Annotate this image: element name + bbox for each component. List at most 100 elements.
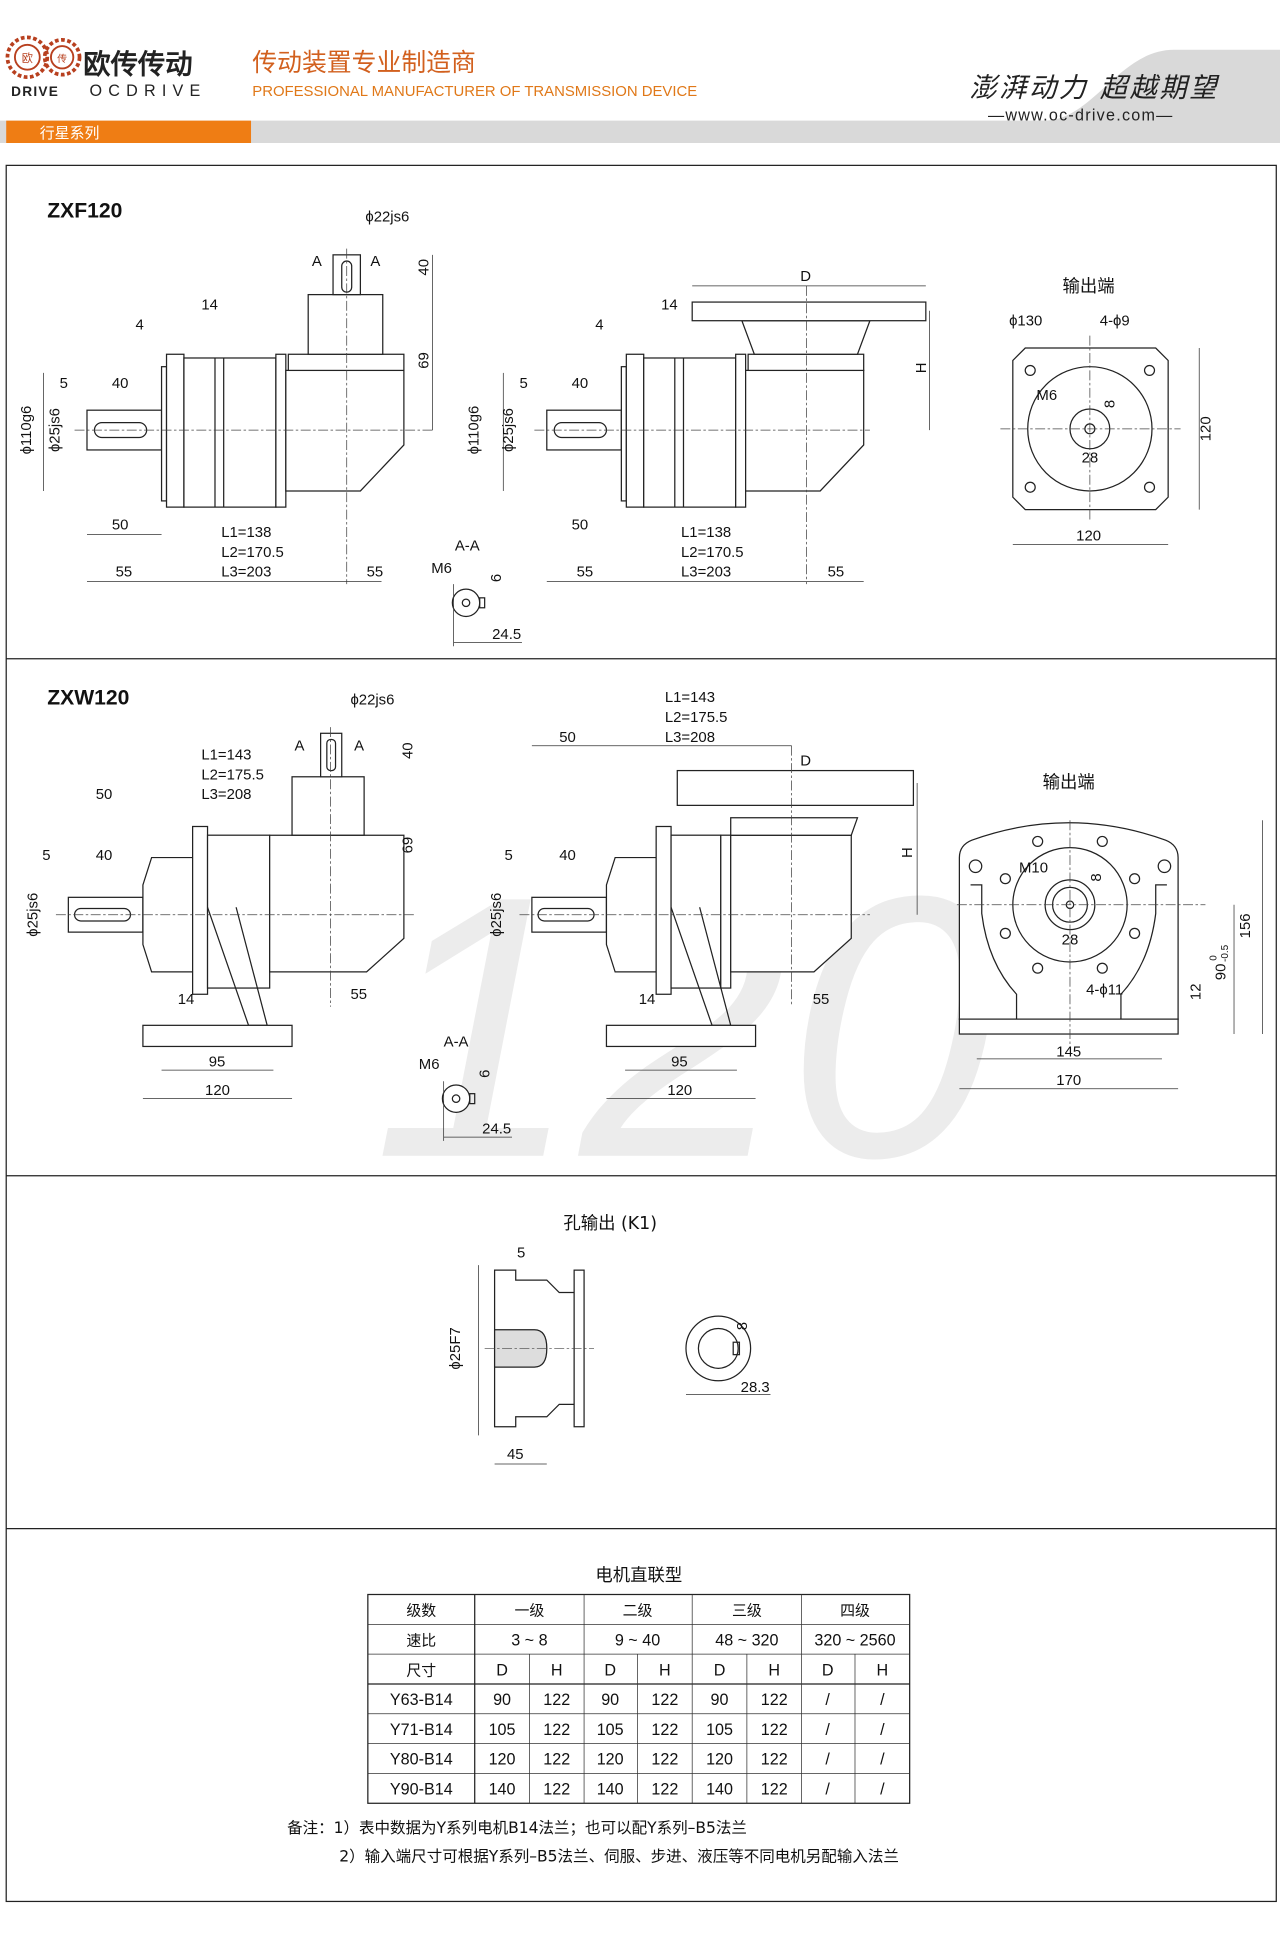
svg-text:50: 50 [559,730,576,746]
svg-text:120: 120 [597,1751,624,1769]
svg-text:14: 14 [661,298,678,314]
series-tab-label: 行星系列 [40,124,100,142]
svg-text:5: 5 [42,848,50,864]
svg-text:ϕ25js6: ϕ25js6 [501,408,517,452]
svg-text:122: 122 [761,1691,788,1709]
svg-text:L1=143: L1=143 [665,690,715,706]
svg-text:A: A [354,739,364,755]
svg-text:120: 120 [706,1751,733,1769]
svg-text:/: / [880,1691,885,1709]
svg-text:4: 4 [135,317,143,333]
svg-text:5: 5 [505,848,513,864]
svg-text:D: D [714,1661,726,1679]
svg-text:H: H [659,1661,671,1679]
svg-text:L2=175.5: L2=175.5 [665,710,728,726]
svg-text:6: 6 [489,574,505,582]
svg-text:28: 28 [1062,933,1079,949]
svg-text:122: 122 [761,1721,788,1739]
zxf120-output-end: 输出端 ϕ130 4-ϕ9 M6 8 28 120 120 [1000,277,1214,545]
svg-text:140: 140 [597,1781,624,1799]
svg-text:55: 55 [350,987,367,1003]
svg-text:14: 14 [201,298,218,314]
svg-text:A: A [312,254,322,270]
svg-text:122: 122 [543,1691,570,1709]
svg-text:H: H [551,1661,563,1679]
svg-text:4-ϕ11: 4-ϕ11 [1086,982,1123,998]
svg-text:6: 6 [478,1070,494,1078]
svg-text:L3=208: L3=208 [665,730,715,746]
svg-text:120: 120 [1076,529,1101,545]
svg-text:5: 5 [519,376,527,392]
svg-text:156: 156 [1238,913,1254,938]
svg-text:/: / [880,1751,885,1769]
svg-text:L3=203: L3=203 [221,565,271,581]
svg-text:三级: 三级 [732,1602,762,1620]
svg-text:55: 55 [577,565,594,581]
svg-text:D: D [800,754,811,770]
svg-text:/: / [825,1781,830,1799]
svg-text:D: D [800,269,811,285]
svg-text:55: 55 [367,565,384,581]
svg-text:50: 50 [572,517,589,533]
series-tab[interactable] [6,120,252,143]
table-row: Y71-B14 105 122 105 122 105 122 / / [390,1721,885,1739]
website-link[interactable]: —www.oc-drive.com— [988,107,1174,125]
svg-text:5: 5 [60,376,68,392]
brand-name-en: OCDRIVE [89,82,206,100]
svg-text:90: 90 [1213,964,1229,981]
svg-text:ϕ25js6: ϕ25js6 [25,893,41,937]
svg-text:D: D [496,1661,508,1679]
svg-text:120: 120 [667,1083,692,1099]
zxw120-output-end: 输出端 M10 8 28 156 90 0 -0.5 12 4-ϕ11 145 … [956,773,1263,1090]
svg-text:0: 0 [1209,955,1220,961]
svg-text:/: / [880,1781,885,1799]
svg-text:90: 90 [601,1691,619,1709]
svg-text:45: 45 [507,1447,524,1463]
svg-text:ϕ22js6: ϕ22js6 [350,693,394,709]
svg-text:28.3: 28.3 [741,1380,770,1396]
svg-text:145: 145 [1056,1044,1081,1060]
svg-text:Y71-B14: Y71-B14 [390,1721,453,1739]
svg-text:尺寸: 尺寸 [406,1661,436,1679]
table-title: 电机直联型 [595,1566,682,1586]
table-row: Y90-B14 140 122 140 122 140 122 / / [390,1781,885,1799]
svg-text:105: 105 [597,1721,624,1739]
svg-text:105: 105 [706,1721,733,1739]
svg-text:14: 14 [178,992,195,1008]
svg-text:8: 8 [735,1322,751,1330]
zxf120-title: ZXF120 [47,200,122,223]
svg-text:170: 170 [1056,1073,1081,1089]
table-row: Y80-B14 120 122 120 122 120 122 / / [390,1751,885,1769]
svg-text:A: A [295,739,305,755]
svg-text:4: 4 [595,317,603,333]
svg-text:5: 5 [517,1246,525,1262]
svg-text:4-ϕ9: 4-ϕ9 [1100,314,1130,330]
svg-text:L2=170.5: L2=170.5 [221,545,284,561]
svg-text:140: 140 [706,1781,733,1799]
svg-text:50: 50 [112,517,129,533]
svg-text:M6: M6 [419,1057,440,1073]
svg-text:ϕ25js6: ϕ25js6 [489,893,505,937]
svg-text:L3=208: L3=208 [201,787,251,803]
svg-text:/: / [880,1721,885,1739]
drawing-frame [5,164,1277,1903]
svg-text:D: D [604,1661,616,1679]
svg-text:40: 40 [417,259,433,276]
k1-hollow-output: 孔输出 (K1) 5 ϕ25F7 45 8 28.3 [448,1214,771,1465]
svg-text:A-A: A-A [455,539,480,555]
zxw120-title: ZXW120 [47,687,129,710]
svg-text:L1=138: L1=138 [221,525,271,541]
motor-direct-table: 电机直联型 级数 一级 二级 三级 四级 速比 3 ~ 8 9 ~ 40 48 … [367,1566,911,1804]
svg-text:28: 28 [1082,450,1099,466]
svg-text:122: 122 [543,1751,570,1769]
svg-text:9 ~ 40: 9 ~ 40 [615,1631,660,1649]
zxf120-section-aa: A-A M6 6 24.5 [431,539,522,647]
svg-text:M6: M6 [431,561,452,577]
svg-text:/: / [825,1721,830,1739]
svg-text:69: 69 [417,352,433,369]
svg-text:输出端: 输出端 [1043,773,1095,793]
svg-text:95: 95 [671,1054,688,1070]
svg-text:122: 122 [761,1751,788,1769]
svg-text:40: 40 [96,848,113,864]
